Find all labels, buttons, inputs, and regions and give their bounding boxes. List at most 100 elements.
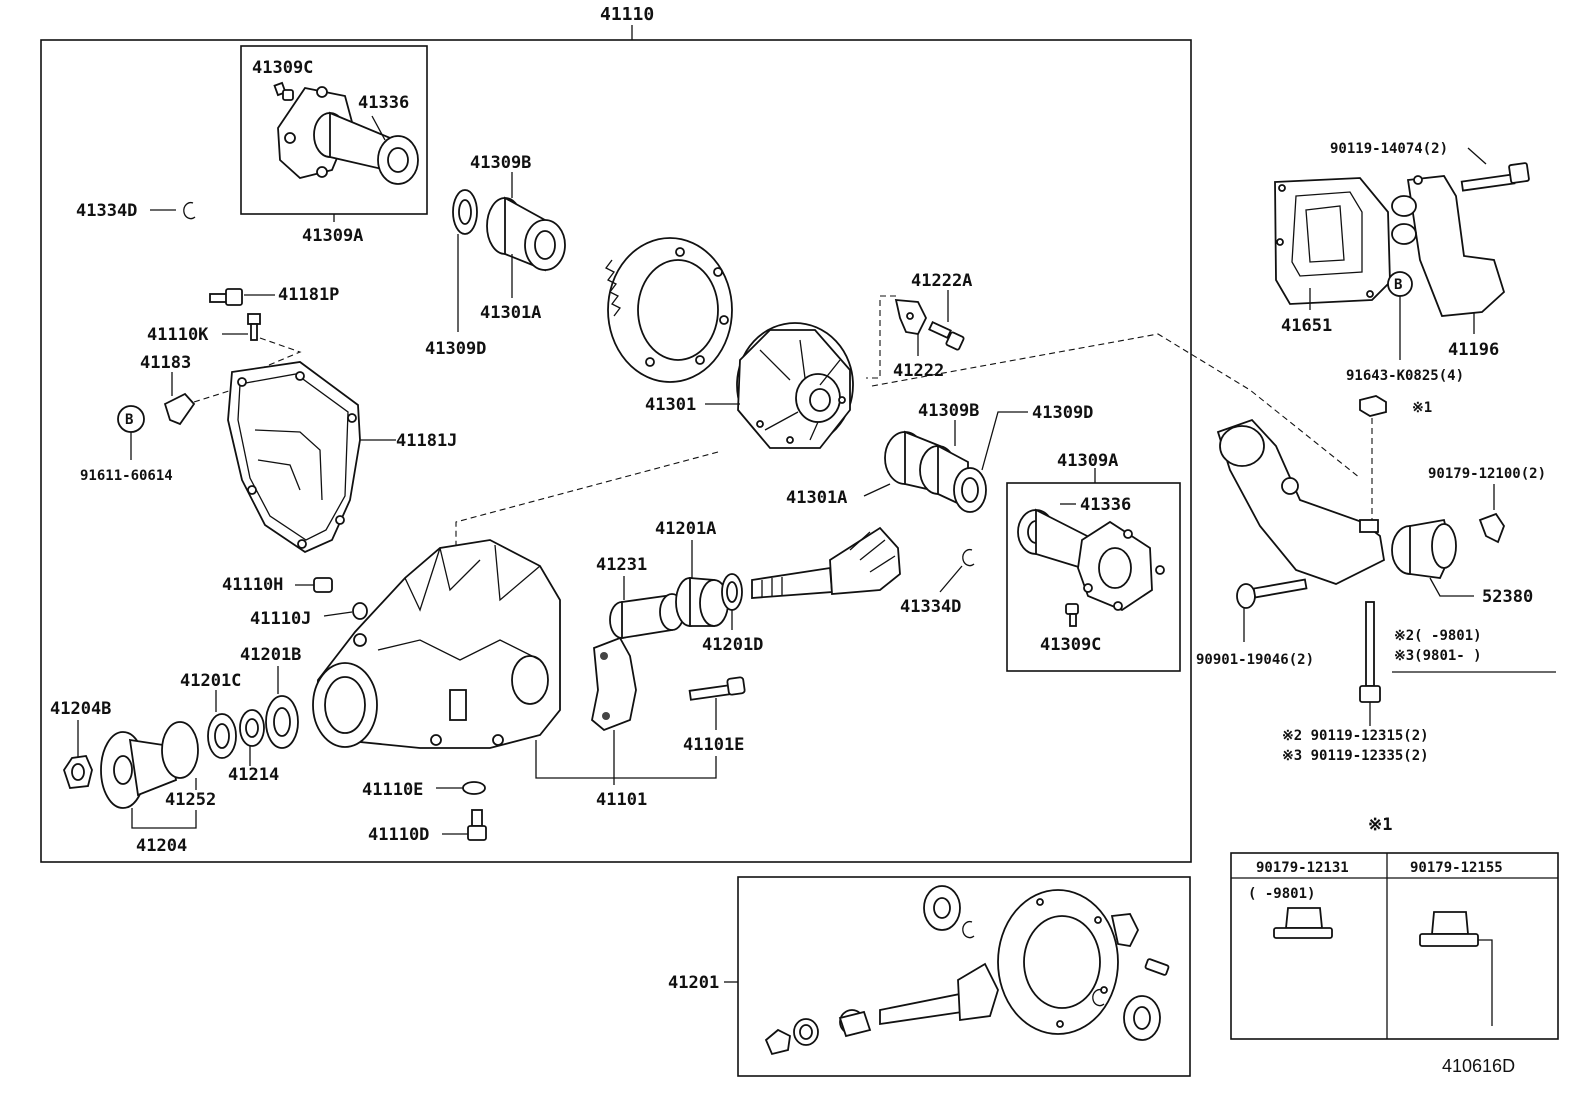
label-41110H: 41110H	[222, 575, 283, 595]
label-90119-14074: 90119-14074(2)	[1330, 141, 1448, 157]
label-41183: 41183	[140, 353, 191, 373]
table-col2-header: 90179-12155	[1410, 860, 1503, 876]
cover-41181J	[227, 361, 361, 554]
label-41309C-mid: 41309C	[1040, 635, 1101, 655]
label-41110J: 41110J	[250, 609, 311, 629]
flange-41336-mid	[1017, 508, 1165, 612]
nut-41204B	[63, 755, 93, 789]
label-91611-60614: 91611-60614	[80, 468, 173, 484]
label-41336-mid: 41336	[1080, 495, 1131, 515]
breather-41183	[163, 392, 196, 426]
label-41309D-top: 41309D	[425, 339, 486, 359]
label-91643-K0825: 91643-K0825(4)	[1346, 368, 1464, 384]
label-90901-19046: 90901-19046(2)	[1196, 652, 1314, 668]
ast1-table	[1230, 852, 1559, 1040]
label-41309B-top: 41309B	[470, 153, 531, 173]
companion-flange-41204	[100, 721, 199, 809]
label-ast2-bolt: ※2 90119-12315(2)	[1282, 728, 1429, 744]
spacer-41231	[609, 593, 685, 640]
label-41651: 41651	[1281, 316, 1332, 336]
drive-pinion	[751, 526, 901, 599]
label-41204B: 41204B	[50, 699, 111, 719]
flange-41336-top	[277, 86, 419, 185]
label-ast3-bolt: ※3 90119-12335(2)	[1282, 748, 1429, 764]
label-41309D-mid: 41309D	[1032, 403, 1093, 423]
label-41110K: 41110K	[147, 325, 209, 345]
label-41309C-top: 41309C	[252, 58, 313, 78]
kit-41201-frame	[737, 876, 1191, 1077]
label-52380: 52380	[1482, 587, 1533, 607]
label-41201B: 41201B	[240, 645, 301, 665]
seal-41201C	[207, 713, 237, 759]
nut-90179-12131	[1273, 907, 1333, 939]
label-41214: 41214	[228, 765, 279, 785]
table-col1-note: ( -9801)	[1248, 886, 1315, 902]
lock-plate-41222	[894, 298, 928, 335]
nut-90179-12155	[1419, 911, 1493, 1026]
bolt-41181P	[209, 288, 243, 306]
plug-41110K	[247, 313, 261, 341]
inset-41309A-mid	[1006, 482, 1181, 672]
label-41181P: 41181P	[278, 285, 339, 305]
clip-41334D-left	[183, 201, 196, 220]
label-ast3-range: ※3(9801- )	[1394, 648, 1482, 664]
bearing-41201A	[675, 577, 729, 627]
bracket-41196	[1391, 175, 1506, 317]
diff-case-41301	[736, 322, 854, 449]
bolt-41309C-mid	[1065, 603, 1079, 627]
label-41201D: 41201D	[702, 635, 763, 655]
label-41101E: 41101E	[683, 735, 744, 755]
label-41231: 41231	[596, 555, 647, 575]
label-41334D-mid: 41334D	[900, 597, 961, 617]
carrier-housing-41110	[312, 539, 561, 749]
ring-gear	[605, 237, 733, 383]
label-ast1-nut: ※1	[1412, 400, 1432, 416]
gasket-41110J	[352, 602, 368, 620]
label-41222A: 41222A	[911, 271, 972, 291]
bolt-90901-19046	[1236, 578, 1308, 609]
nut-90179-12100	[1478, 512, 1506, 544]
label-41222: 41222	[893, 361, 944, 381]
label-41204: 41204	[136, 836, 187, 856]
label-41201A: 41201A	[655, 519, 716, 539]
support-member	[1216, 418, 1385, 585]
label-90179-12100: 90179-12100(2)	[1428, 466, 1546, 482]
label-41301: 41301	[645, 395, 696, 415]
label-ast2-range: ※2( -9801)	[1394, 628, 1482, 644]
label-41196: 41196	[1448, 340, 1499, 360]
label-41110D: 41110D	[368, 825, 429, 845]
washer-41201D	[721, 573, 743, 611]
label-41309A-mid: 41309A	[1057, 451, 1118, 471]
label-41336-top: 41336	[358, 93, 409, 113]
bolt-41222A	[928, 320, 965, 351]
bearing-41301A-top	[452, 189, 566, 272]
plug-41110D	[467, 809, 487, 841]
nut-ast1	[1359, 395, 1387, 417]
label-41201C: 41201C	[180, 671, 241, 691]
label-41301A-mid: 41301A	[786, 488, 847, 508]
label-41252: 41252	[165, 790, 216, 810]
diagram-id: 410616D	[1442, 1056, 1515, 1076]
long-bolt-ast	[1359, 601, 1381, 703]
label-41309B-mid: 41309B	[918, 401, 979, 421]
spacer-41214	[239, 709, 265, 747]
kit-41201-parts	[764, 885, 1170, 1056]
table-col1-header: 90179-12131	[1256, 860, 1349, 876]
label-ast1-table: ※1	[1368, 815, 1392, 835]
label-41101: 41101	[596, 790, 647, 810]
main-assembly-frame	[40, 39, 1192, 863]
label-41201: 41201	[668, 973, 719, 993]
bearing-41301A-mid	[884, 430, 987, 513]
label-41334D-left: 41334D	[76, 201, 137, 221]
gasket-41110E	[462, 781, 486, 795]
clip-41334D-mid	[962, 548, 975, 567]
label-41110: 41110	[600, 4, 654, 25]
bearing-41201B	[265, 695, 299, 749]
bolt-41101E	[688, 676, 746, 701]
label-41301A-top: 41301A	[480, 303, 541, 323]
label-41309A-top: 41309A	[302, 226, 363, 246]
label-41110E: 41110E	[362, 780, 423, 800]
cover-41651	[1274, 177, 1391, 305]
bushing-52380	[1391, 518, 1457, 579]
